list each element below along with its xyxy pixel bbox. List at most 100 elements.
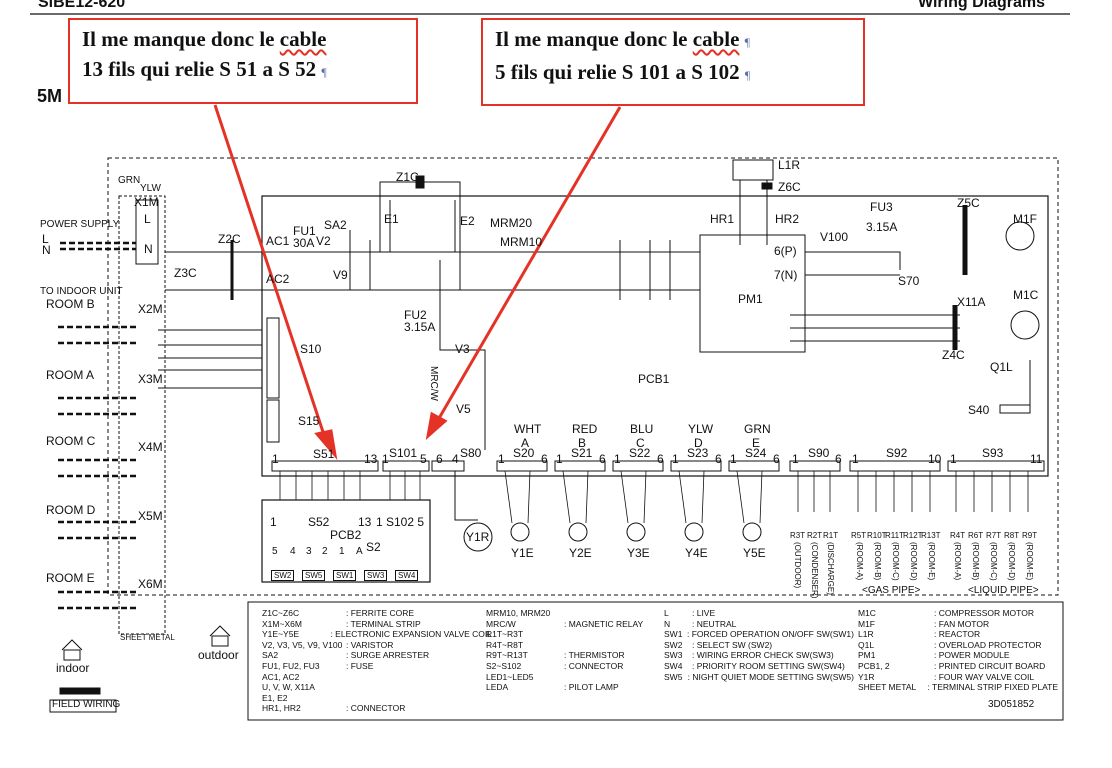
r11t-label: (ROOM-C) <box>891 542 900 581</box>
s101-pin-last: 5 <box>420 452 427 466</box>
section-title: Wiring Diagrams <box>918 0 1045 11</box>
legend-code: MRC/W <box>486 618 516 629</box>
legend-row: X1M~X6M: TERMINAL STRIP <box>262 619 492 630</box>
v5-label: V5 <box>456 402 471 416</box>
legend-row: LED1~LED5 <box>486 672 656 683</box>
r13t-id: R13T <box>921 531 941 540</box>
s22-label: S22 <box>629 446 651 460</box>
led-2: 2 <box>322 546 328 557</box>
x1m-neutral-label: N <box>144 242 153 256</box>
room-c-label: ROOM C <box>46 434 96 448</box>
r11t-id: R11T <box>885 531 904 540</box>
x1m-label: X1M <box>134 195 159 209</box>
pcb2-s102-label: 1 S102 5 <box>376 515 425 529</box>
legend-row: L: LIVE <box>664 608 854 619</box>
legend-code: SW3 <box>664 650 683 661</box>
r10t-label: (ROOM-B) <box>873 542 882 581</box>
legend-code: S2~S102 <box>486 660 522 671</box>
legend-code: SW2 <box>664 639 683 650</box>
legend-desc: : CONNECTOR <box>564 660 624 671</box>
legend-code: L1R <box>858 629 874 640</box>
legend-code: Z1C~Z6C <box>262 608 300 618</box>
legend-code: HR1, HR2 <box>262 703 301 714</box>
legend-row: SW1: FORCED OPERATION ON/OFF SW(SW1) <box>664 629 854 640</box>
q1l-label: Q1L <box>990 360 1013 374</box>
led-1: 1 <box>339 546 345 557</box>
legend-code: SW5 <box>664 671 683 682</box>
legend-code: MRM10, MRM20 <box>486 608 551 618</box>
legend-code: LEDA <box>486 682 509 693</box>
legend-row: PM1: POWER MODULE <box>858 650 1058 661</box>
ac2-label: AC2 <box>266 272 290 286</box>
legend-row: LEDA: PILOT LAMP <box>486 682 656 693</box>
z5c-label: Z5C <box>957 196 980 210</box>
legend-row: M1C: COMPRESSOR MOTOR <box>858 608 1058 619</box>
r1t-label: (DISCHARGE) <box>826 542 835 595</box>
legend-code: M1C <box>858 608 876 618</box>
v3-label: V3 <box>455 342 470 356</box>
sa2-label: SA2 <box>324 218 347 232</box>
legend-desc: : FUSE <box>346 660 374 671</box>
legend-desc: : FORCED OPERATION ON/OFF SW(SW1) <box>686 629 854 640</box>
legend-code: N <box>664 618 671 629</box>
z4c-label: Z4C <box>942 348 965 362</box>
liquid-pipe-label: <LIQUID PIPE> <box>968 585 1039 596</box>
r2t-label: (CONDENSER) <box>810 542 819 599</box>
r8t-label: (ROOM-D) <box>1007 542 1016 581</box>
r10t-id: R10T <box>867 531 887 540</box>
drawing-number: 3D051852 <box>988 699 1035 710</box>
legend-row: Y1R: FOUR WAY VALVE COIL <box>858 672 1058 683</box>
led-a: A <box>356 546 363 557</box>
s51-pin-last: 13 <box>364 452 378 466</box>
legend-desc: : REACTOR <box>934 629 981 640</box>
legend-code: FU1, FU2, FU3 <box>262 660 320 671</box>
legend-row: S2~S102 : CONNECTOR <box>486 661 656 672</box>
callout-2-prefix: Il me manque donc le <box>495 27 693 51</box>
r13t-label: (ROOM-E) <box>927 542 936 581</box>
legend-desc: : PRINTED CIRCUIT BOARD <box>934 660 1046 671</box>
s92-label: S92 <box>886 446 908 460</box>
x4m-label: X4M <box>138 440 163 454</box>
legend-code: Y1E~Y5E <box>262 629 300 640</box>
legend-row: R1T~R3T <box>486 629 656 640</box>
hr1-label: HR1 <box>710 212 735 226</box>
power-supply-label: POWER SUPPLY <box>40 219 120 230</box>
z2c-label: Z2C <box>218 232 241 246</box>
legend-desc: : FOUR WAY VALVE COIL <box>934 671 1035 682</box>
pcb2-s52-label: S52 <box>308 515 330 529</box>
legend-row: SA2: SURGE ARRESTER <box>262 650 492 661</box>
legend-desc: : FAN MOTOR <box>934 618 990 629</box>
legend-desc: : WIRING ERROR CHECK SW(SW3) <box>692 650 834 661</box>
indoor-label: indoor <box>56 661 90 675</box>
pm1-label: PM1 <box>738 292 763 306</box>
legend-desc: : TERMINAL STRIP <box>346 618 421 629</box>
fu2-rating: 3.15A <box>404 320 436 334</box>
legend-code: R1T~R3T <box>486 629 524 640</box>
r6t-id: R6T <box>968 531 984 540</box>
legend-desc: : FERRITE CORE <box>346 608 415 618</box>
sw2-label: SW2 <box>271 570 295 581</box>
sheet-metal-label: SHEET METAL <box>120 633 175 642</box>
led-3: 3 <box>306 546 312 557</box>
legend-desc: : THERMISTOR <box>564 650 625 661</box>
mrm20-label: MRM20 <box>490 216 533 230</box>
s92-pin-last: 10 <box>928 452 942 466</box>
s20-pin-first: 1 <box>498 452 505 466</box>
s24-color: GRN <box>744 422 771 436</box>
hr2-label: HR2 <box>775 212 800 226</box>
legend-code: E1, E2 <box>262 692 288 703</box>
model-label: 5M <box>37 86 63 106</box>
r4t-id: R4T <box>950 531 966 540</box>
legend-code: AC1, AC2 <box>262 671 300 682</box>
x1m-live-label: L <box>144 212 151 226</box>
v9-label: V9 <box>333 268 348 282</box>
room-a-label: ROOM A <box>46 368 95 382</box>
s22-color: BLU <box>630 422 654 436</box>
legend-row: SW5: NIGHT QUIET MODE SETTING SW(SW5) <box>664 672 854 683</box>
s23-pin-first: 1 <box>672 452 679 466</box>
s23-letter: D <box>694 436 703 450</box>
s20-color: WHT <box>514 422 542 436</box>
